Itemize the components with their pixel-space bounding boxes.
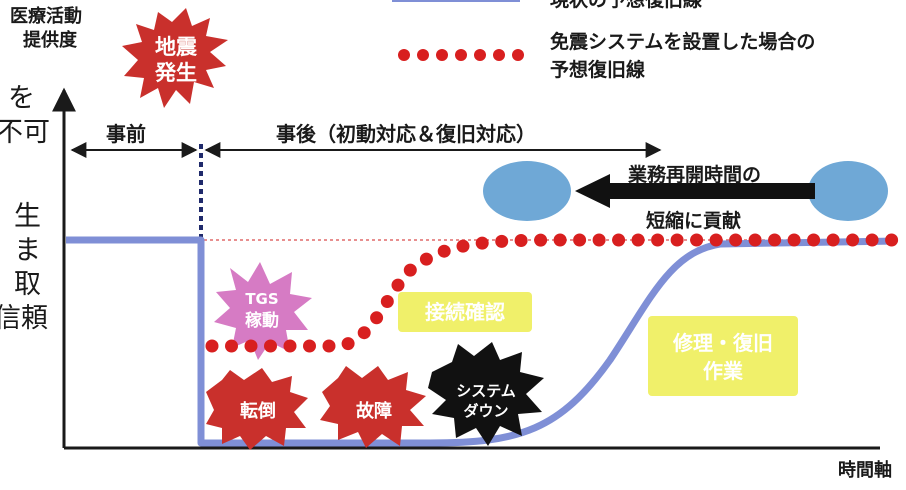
quake-label-1: 地震 xyxy=(155,35,198,59)
arrow-label-line2: 短縮に貢献 xyxy=(646,210,742,232)
fault-label: 故障 xyxy=(356,400,392,422)
repair-work-label-2: 作業 xyxy=(703,359,744,383)
legend-dot xyxy=(398,49,410,61)
arrow-label-line1: 業務再開時間の xyxy=(628,164,762,186)
shortening-arrow xyxy=(575,174,815,208)
before-phase-label: 事前 xyxy=(106,122,146,146)
dotted-line-dot xyxy=(303,339,316,353)
connection-check-box xyxy=(398,292,532,332)
dotted-line-dot xyxy=(495,234,509,248)
dotted-line-dot xyxy=(264,339,277,353)
dotted-line-dot xyxy=(225,339,238,353)
x-axis-label: 時間軸 xyxy=(838,460,892,481)
dotted-line-dot xyxy=(357,326,371,340)
dotted-line-dot xyxy=(787,233,801,247)
dotted-line-dot xyxy=(391,278,405,292)
repair-work-label-1: 修理・復旧 xyxy=(672,331,773,355)
legend-current-label: 現状の予想復旧線 xyxy=(550,0,703,11)
fault-burst xyxy=(320,366,426,448)
legend-dot xyxy=(493,49,505,61)
dotted-line-dot xyxy=(592,233,606,247)
tgs-burst xyxy=(214,262,312,360)
y-axis-label-line2: 提供度 xyxy=(23,30,77,51)
dotted-line-dot xyxy=(651,233,665,247)
dotted-line-dot xyxy=(380,295,394,308)
dotted-line-dot xyxy=(341,337,355,351)
system-down-label-1: システム xyxy=(456,382,516,400)
side-text-1: を xyxy=(8,83,35,114)
dotted-line-dot xyxy=(534,233,548,247)
side-text-2: 不可 xyxy=(0,117,50,148)
side-text-5: ま xyxy=(14,235,41,266)
y-axis-label-line1: 医療活動 xyxy=(10,6,82,27)
legend-dot xyxy=(474,49,486,61)
dotted-line-dot xyxy=(748,233,762,247)
side-text-6: 取 xyxy=(14,269,41,300)
system-down-burst xyxy=(428,342,544,446)
dotted-line-dot xyxy=(768,233,782,247)
dotted-line-dot xyxy=(370,311,384,325)
dotted-line-dot xyxy=(670,233,684,247)
dotted-line-dot xyxy=(729,233,743,247)
dotted-line-dot xyxy=(244,339,258,353)
fall-burst xyxy=(206,368,308,450)
dotted-line-dot xyxy=(514,234,528,247)
dotted-line-dot xyxy=(690,233,704,247)
dotted-line-dot xyxy=(403,263,417,277)
dotted-line-dot xyxy=(631,233,645,247)
dotted-line-dot xyxy=(709,233,723,247)
dotted-line-dot xyxy=(475,236,489,250)
dotted-line-dot xyxy=(205,339,219,353)
dotted-line-dot xyxy=(846,233,860,247)
dotted-line-dot xyxy=(573,233,587,247)
tgs-label-1: TGS xyxy=(245,290,278,308)
current-recovery-line xyxy=(66,236,897,447)
legend-dotted-label-1: 免震システムを設置した場合の xyxy=(550,31,816,53)
connection-check-label: 接続確認 xyxy=(425,300,505,324)
quake-burst xyxy=(122,8,228,108)
legend-dotted-sample xyxy=(398,49,524,61)
dotted-line-dot xyxy=(612,233,626,247)
dotted-line-dot xyxy=(826,233,840,247)
right-bubble xyxy=(808,161,888,221)
dotted-line-dot xyxy=(419,252,433,266)
dotted-line-dot xyxy=(553,233,567,247)
isolated-recovery-dotted-line xyxy=(205,233,899,353)
dotted-line-dot xyxy=(885,233,899,247)
after-phase-label: 事後（初動対応＆復旧対応） xyxy=(276,122,536,146)
side-text-7: 信頼 xyxy=(0,303,48,334)
dotted-line-dot xyxy=(437,244,451,258)
legend-dot xyxy=(512,49,524,61)
system-down-label-2: ダウン xyxy=(463,402,508,420)
side-text-4: 生 xyxy=(14,201,41,232)
legend-dotted-label-2: 予想復旧線 xyxy=(550,59,646,81)
fall-label: 転倒 xyxy=(240,400,276,422)
dotted-line-dot xyxy=(807,233,821,247)
tgs-label-2: 稼動 xyxy=(245,310,279,331)
legend-dot xyxy=(436,49,448,61)
left-bubble xyxy=(483,161,571,221)
dotted-line-dot xyxy=(456,239,470,253)
legend-dot xyxy=(455,49,467,61)
quake-label-2: 発生 xyxy=(154,61,197,85)
legend-dot xyxy=(417,49,429,61)
repair-work-box xyxy=(648,316,798,396)
dotted-line-dot xyxy=(865,233,879,247)
dotted-line-dot xyxy=(283,339,297,353)
dotted-line-dot xyxy=(322,339,336,353)
